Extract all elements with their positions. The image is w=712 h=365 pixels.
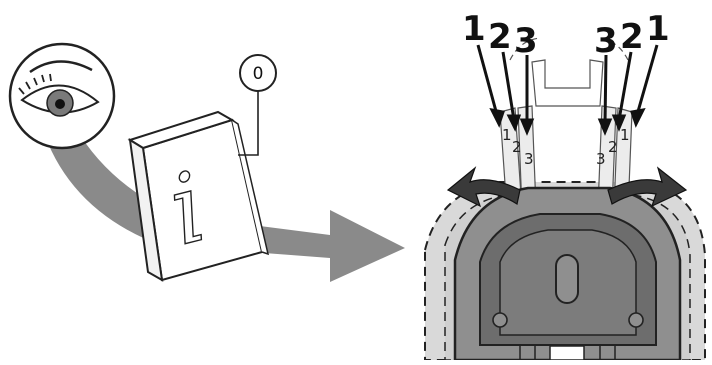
eye-icon [8,42,116,150]
position-label-left-1: 1 [462,9,486,49]
flow-arrow [35,95,405,282]
pointer-arrows [476,44,659,136]
slot-label-left-1: 1 [502,126,512,144]
manual-booklet: i [127,110,270,282]
position-label-right-3: 3 [594,21,618,61]
callout-label: 0 [253,64,264,84]
slot-label-right-3: 3 [596,150,606,168]
slot-label-right-1: 1 [620,126,630,144]
callout: 0 [238,54,277,156]
position-label-left-2: 2 [488,17,512,57]
rotate-right-arrow [607,166,688,208]
slot-label-left-3: 3 [524,150,534,168]
rotate-left-arrow [446,166,521,208]
position-label-right-1: 1 [646,9,670,49]
slot-label-left-2: 2 [512,138,522,156]
position-label-left-3: 3 [514,21,538,61]
device-body [453,186,682,362]
position-label-right-2: 2 [620,17,644,57]
slot-label-right-2: 2 [608,138,618,156]
